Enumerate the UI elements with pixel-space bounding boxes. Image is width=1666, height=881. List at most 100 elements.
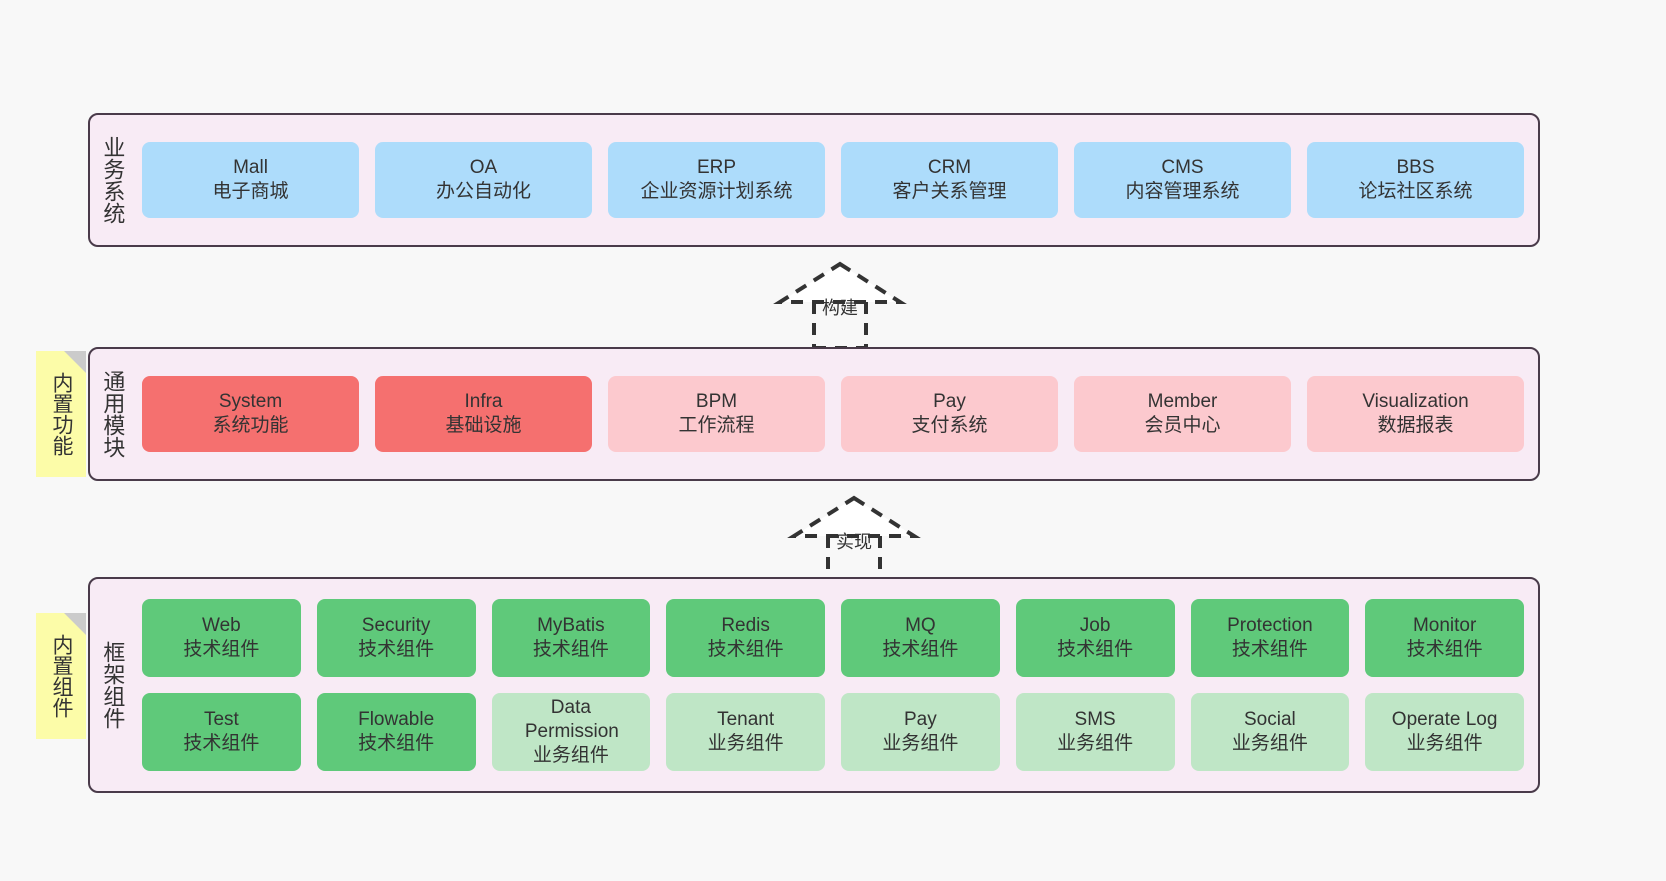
card-title: Protection: [1227, 615, 1313, 637]
card-bpm[interactable]: BPM 工作流程: [608, 376, 825, 452]
card-subtitle: 系统功能: [212, 415, 289, 436]
card-subtitle: 客户关系管理: [892, 181, 1007, 202]
card-title: Mall: [233, 157, 268, 179]
card-protection[interactable]: Protection 技术组件: [1190, 599, 1350, 677]
card-subtitle: 支付系统: [911, 415, 988, 436]
card-subtitle: 会员中心: [1144, 415, 1221, 436]
card-subtitle: 技术组件: [1057, 639, 1134, 660]
card-pay-component[interactable]: Pay 业务组件: [841, 693, 1000, 771]
note-builtin-component: 内置组件: [36, 613, 86, 739]
card-title: Monitor: [1412, 615, 1477, 637]
card-subtitle: 基础设施: [445, 415, 522, 436]
card-security[interactable]: Security 技术组件: [316, 599, 476, 677]
connector-realize: 实现: [766, 492, 946, 584]
card-title: Visualization: [1362, 391, 1469, 413]
card-subtitle: 技术组件: [707, 639, 784, 660]
card-erp[interactable]: ERP 企业资源计划系统: [608, 142, 825, 218]
layer-body-framework-component: Web 技术组件 Security 技术组件 MyBatis 技术组件 Redi…: [134, 579, 1538, 791]
card-subtitle: 技术组件: [358, 639, 435, 660]
card-title: BBS: [1396, 157, 1435, 179]
card-pay[interactable]: Pay 支付系统: [841, 376, 1058, 452]
card-monitor[interactable]: Monitor 技术组件: [1365, 599, 1524, 677]
card-title: Redis: [721, 615, 770, 637]
layer-title-business-system: 业务系统: [100, 136, 126, 224]
connector-build: 构建: [752, 258, 932, 350]
card-title: Web: [202, 615, 241, 637]
card-flowable[interactable]: Flowable 技术组件: [316, 693, 476, 771]
card-subtitle: 办公自动化: [435, 181, 531, 202]
card-title: Security: [361, 615, 431, 637]
card-title: MyBatis: [537, 615, 605, 637]
layer-body-business-system: Mall 电子商城 OA 办公自动化 ERP 企业资源计划系统 CRM 客户关系…: [134, 115, 1538, 245]
layer-title-common-module: 通用模块: [100, 370, 126, 458]
card-subtitle: 业务组件: [532, 744, 609, 766]
card-title: Test: [203, 709, 239, 731]
card-subtitle: 技术组件: [882, 639, 959, 660]
layer-business-system: 业务系统 Mall 电子商城 OA 办公自动化 ERP 企业资源计划系统 CRM…: [88, 113, 1540, 247]
card-subtitle: 内容管理系统: [1125, 181, 1240, 202]
note-builtin-function: 内置功能: [36, 351, 86, 477]
card-subtitle: 业务组件: [1406, 733, 1483, 754]
note-fold-corner-icon: [64, 613, 86, 635]
card-oa[interactable]: OA 办公自动化: [375, 142, 592, 218]
connector-build-label: 构建: [822, 298, 858, 318]
card-title: CMS: [1161, 157, 1204, 179]
card-operate-log[interactable]: Operate Log 业务组件: [1365, 693, 1524, 771]
card-social[interactable]: Social 业务组件: [1190, 693, 1350, 771]
card-title: Member: [1147, 391, 1218, 413]
card-data-permission[interactable]: Data Permission 业务组件: [491, 693, 651, 771]
card-row: Test 技术组件 Flowable 技术组件 Data Permission …: [142, 693, 1524, 771]
card-row: Mall 电子商城 OA 办公自动化 ERP 企业资源计划系统 CRM 客户关系…: [142, 142, 1524, 218]
card-title: CRM: [927, 157, 972, 179]
card-infra[interactable]: Infra 基础设施: [375, 376, 592, 452]
card-crm[interactable]: CRM 客户关系管理: [841, 142, 1058, 218]
card-subtitle: 业务组件: [1231, 733, 1308, 754]
card-row: Web 技术组件 Security 技术组件 MyBatis 技术组件 Redi…: [142, 599, 1524, 677]
layer-body-common-module: System 系统功能 Infra 基础设施 BPM 工作流程 Pay 支付系统…: [134, 349, 1538, 479]
card-system[interactable]: System 系统功能: [142, 376, 359, 452]
card-title: Operate Log: [1391, 709, 1498, 731]
card-mall[interactable]: Mall 电子商城: [142, 142, 359, 218]
card-title: Infra: [464, 391, 503, 413]
card-row: System 系统功能 Infra 基础设施 BPM 工作流程 Pay 支付系统…: [142, 376, 1524, 452]
card-title: Flowable: [358, 709, 435, 731]
card-cms[interactable]: CMS 内容管理系统: [1074, 142, 1291, 218]
card-title: Job: [1079, 615, 1111, 637]
card-title: ERP: [696, 157, 737, 179]
card-title: OA: [469, 157, 498, 179]
card-mybatis[interactable]: MyBatis 技术组件: [491, 599, 651, 677]
card-sms[interactable]: SMS 业务组件: [1015, 693, 1175, 771]
card-test[interactable]: Test 技术组件: [142, 693, 301, 771]
card-title: MQ: [905, 615, 936, 637]
card-subtitle: 论坛社区系统: [1358, 181, 1473, 202]
card-subtitle: 工作流程: [678, 415, 755, 436]
card-redis[interactable]: Redis 技术组件: [666, 599, 825, 677]
card-tenant[interactable]: Tenant 业务组件: [666, 693, 825, 771]
card-title: BPM: [695, 391, 738, 413]
card-subtitle: 数据报表: [1377, 415, 1454, 436]
card-member[interactable]: Member 会员中心: [1074, 376, 1291, 452]
card-subtitle: 技术组件: [183, 639, 260, 660]
card-job[interactable]: Job 技术组件: [1015, 599, 1175, 677]
card-title: Pay: [904, 709, 937, 731]
card-subtitle: 企业资源计划系统: [640, 181, 793, 202]
card-subtitle: 业务组件: [882, 733, 959, 754]
card-title: System: [218, 391, 283, 413]
note-label: 内置组件: [49, 634, 73, 718]
card-bbs[interactable]: BBS 论坛社区系统: [1307, 142, 1524, 218]
card-subtitle: 业务组件: [1057, 733, 1134, 754]
card-title: SMS: [1074, 709, 1116, 731]
card-mq[interactable]: MQ 技术组件: [841, 599, 1000, 677]
card-title: Pay: [933, 391, 966, 413]
card-subtitle: 技术组件: [183, 733, 260, 754]
card-title: Social: [1244, 709, 1296, 731]
note-fold-corner-icon: [64, 351, 86, 373]
card-subtitle: 电子商城: [212, 181, 289, 202]
layer-framework-component: 框架组件 Web 技术组件 Security 技术组件 MyBatis 技术组件…: [88, 577, 1540, 793]
layer-title-framework-component: 框架组件: [100, 641, 126, 729]
card-visualization[interactable]: Visualization 数据报表: [1307, 376, 1524, 452]
card-web[interactable]: Web 技术组件: [142, 599, 301, 677]
layer-common-module: 通用模块 System 系统功能 Infra 基础设施 BPM 工作流程 Pay…: [88, 347, 1540, 481]
card-subtitle: 业务组件: [707, 733, 784, 754]
